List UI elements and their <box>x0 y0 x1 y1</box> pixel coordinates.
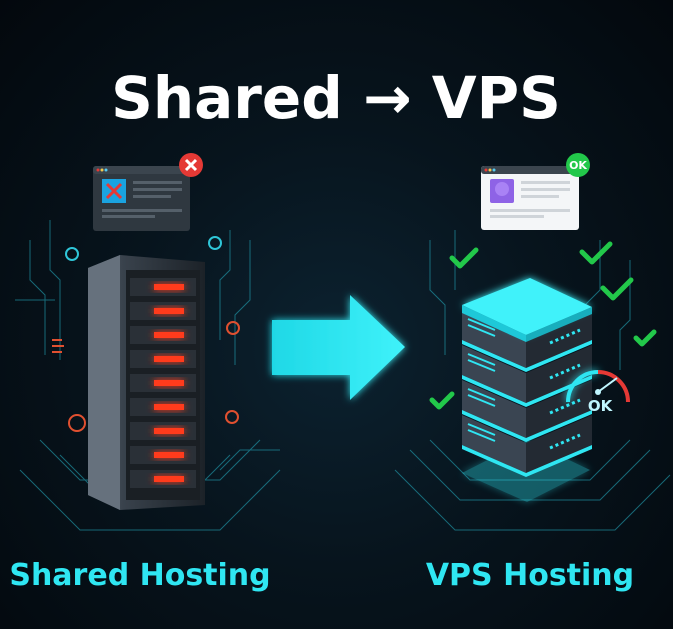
rack-warning-light <box>154 284 184 290</box>
rack-warning-light <box>154 452 184 458</box>
circuit-traces-left <box>15 220 281 531</box>
rack-warning-light <box>154 476 184 482</box>
timer-icon <box>208 236 222 250</box>
page-title: Shared → VPS <box>111 64 561 132</box>
shared-server-rack <box>88 255 205 510</box>
rack-warning-light <box>154 308 184 314</box>
vps-server-unit <box>462 415 592 477</box>
power-icon <box>225 410 239 424</box>
alert-clock-icon <box>226 321 240 335</box>
vps-server-stack <box>462 278 592 502</box>
rack-warning-light <box>154 428 184 434</box>
rack-warning-light <box>154 332 184 338</box>
speed-lines-icon <box>52 339 64 353</box>
ok-badge-icon: OK <box>566 153 590 177</box>
vps-hosting-label: VPS Hosting <box>426 558 634 593</box>
gauge-label: OK <box>588 397 614 415</box>
clock-icon <box>65 247 79 261</box>
vps-server-unit <box>462 380 592 442</box>
shared-hosting-label: Shared Hosting <box>9 558 270 593</box>
power-error-icon <box>68 414 86 432</box>
ok-badge-text: OK <box>569 159 587 172</box>
vps-server-unit <box>462 310 592 372</box>
error-x-icon <box>179 153 203 177</box>
rack-warning-light <box>154 404 184 410</box>
ok-window: OK <box>481 153 590 230</box>
vps-server-unit <box>462 345 592 407</box>
rack-warning-light <box>154 380 184 386</box>
transition-arrow-icon <box>272 295 405 400</box>
performance-gauge: OK <box>566 370 630 415</box>
checkmark-icons <box>429 241 657 410</box>
rack-warning-light <box>154 356 184 362</box>
error-window <box>93 153 203 231</box>
warning-icons <box>52 236 240 432</box>
